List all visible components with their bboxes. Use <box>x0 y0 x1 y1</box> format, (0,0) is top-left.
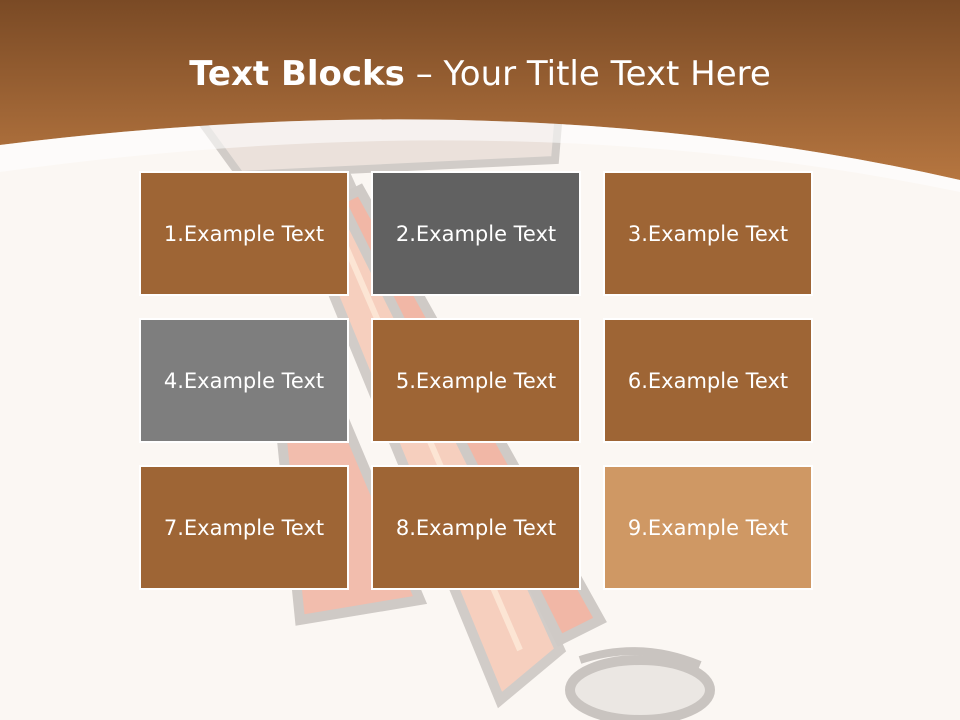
text-block-8[interactable]: 8.Example Text <box>371 465 581 590</box>
text-block-2[interactable]: 2.Example Text <box>371 171 581 296</box>
text-block-5[interactable]: 5.Example Text <box>371 318 581 443</box>
text-block-1[interactable]: 1.Example Text <box>139 171 349 296</box>
text-block-3[interactable]: 3.Example Text <box>603 171 813 296</box>
text-block-9[interactable]: 9.Example Text <box>603 465 813 590</box>
text-block-4[interactable]: 4.Example Text <box>139 318 349 443</box>
page-title: Text Blocks – Your Title Text Here <box>0 54 960 94</box>
text-block-6[interactable]: 6.Example Text <box>603 318 813 443</box>
text-block-7[interactable]: 7.Example Text <box>139 465 349 590</box>
title-dash: – <box>404 54 444 94</box>
text-block-grid: 1.Example Text 2.Example Text 3.Example … <box>139 171 814 592</box>
title-rest: Your Title Text Here <box>443 54 771 94</box>
title-bold: Text Blocks <box>189 54 405 94</box>
